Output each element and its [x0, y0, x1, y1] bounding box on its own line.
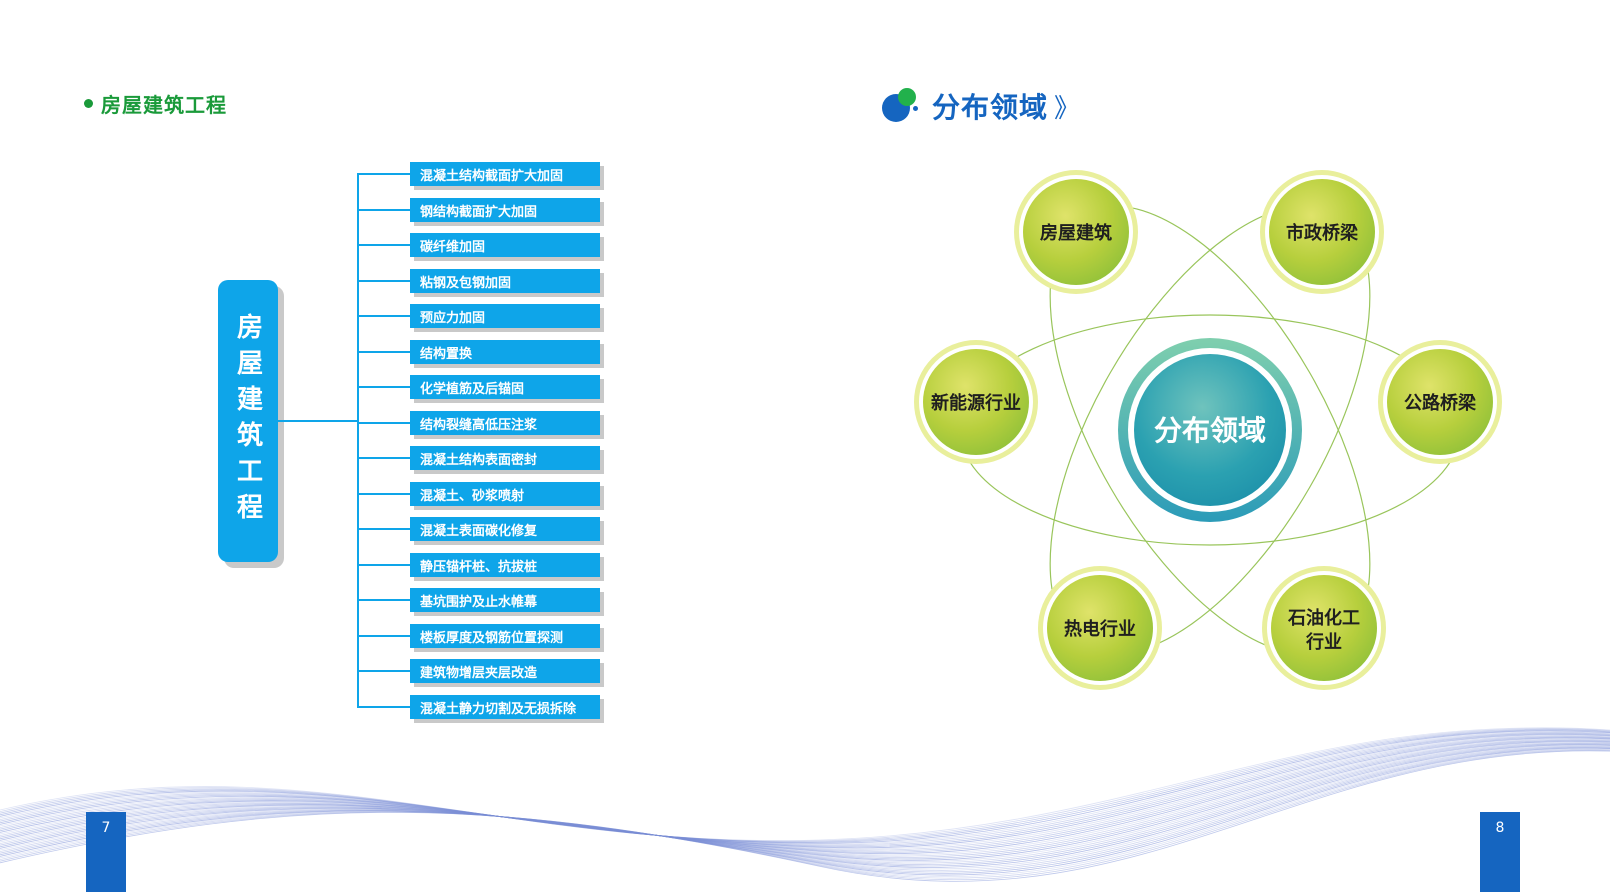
- main-category-box: 房屋建筑工程: [218, 280, 278, 562]
- page-number-right-text: 8: [1495, 820, 1505, 836]
- distribution-diagram: 分布领域 房屋建筑 市政桥梁 公路桥梁 石油化工 行业: [914, 170, 1502, 690]
- wave-line: [0, 728, 1610, 842]
- page-number-left-text: 7: [101, 820, 111, 836]
- node-new-energy: 新能源行业: [914, 340, 1038, 464]
- wave-line: [0, 728, 1610, 843]
- center-node: 分布领域: [1118, 338, 1302, 522]
- branch-item: 结构置换: [410, 340, 600, 364]
- wave-line: [0, 733, 1610, 848]
- left-section-heading: 房屋建筑工程: [84, 88, 227, 118]
- wave-line: [0, 749, 1610, 879]
- node-municipal-bridge: 市政桥梁: [1260, 170, 1384, 294]
- branch-item: 建筑物增层夹层改造: [410, 659, 600, 683]
- wave-line: [0, 745, 1610, 870]
- outer-nodes: 房屋建筑 市政桥梁 公路桥梁 石油化工 行业 热电行业: [914, 170, 1502, 690]
- branch-item: 混凝土表面碳化修复: [410, 517, 600, 541]
- wave-line: [0, 727, 1610, 842]
- connector-branch: [357, 564, 410, 566]
- connector-branch: [357, 386, 410, 388]
- wave-line: [0, 740, 1610, 860]
- branch-item: 楼板厚度及钢筋位置探测: [410, 624, 600, 648]
- branch-item: 混凝土静力切割及无损拆除: [410, 695, 600, 719]
- connector-branch: [357, 670, 410, 672]
- wave-line: [0, 738, 1610, 857]
- connector-branch: [357, 528, 410, 530]
- main-category-label: 房屋建筑工程: [232, 313, 263, 529]
- wave-line: [0, 730, 1610, 844]
- wave-line: [0, 744, 1610, 868]
- wave-line: [0, 734, 1610, 850]
- wave-line: [0, 731, 1610, 845]
- node-housing: 房屋建筑: [1014, 170, 1138, 294]
- wave-line: [0, 747, 1610, 874]
- node-petrochemical: 石油化工 行业: [1262, 566, 1386, 690]
- wave-line: [0, 740, 1610, 861]
- wave-line: [0, 735, 1610, 851]
- node-thermal-power-label: 热电行业: [1064, 618, 1136, 640]
- wave-line: [0, 746, 1610, 873]
- node-new-energy-label: 新能源行业: [931, 392, 1021, 414]
- connector-branch: [357, 457, 410, 459]
- wave-line: [0, 732, 1610, 847]
- node-highway-bridge: 公路桥梁: [1378, 340, 1502, 464]
- branch-item: 钢结构截面扩大加固: [410, 198, 600, 222]
- node-petrochemical-label-2: 行业: [1305, 631, 1342, 653]
- wave-line: [0, 747, 1610, 876]
- node-petrochemical-label-1: 石油化工: [1287, 607, 1360, 629]
- branch-item: 静压锚杆桩、抗拔桩: [410, 553, 600, 577]
- wave-line: [0, 736, 1610, 853]
- connector-branch: [357, 422, 410, 424]
- branch-item: 预应力加固: [410, 304, 600, 328]
- wave-line: [0, 733, 1610, 849]
- connector-branch: [357, 599, 410, 601]
- wave-line: [0, 738, 1610, 856]
- connector-trunk: [357, 174, 359, 706]
- branch-item: 化学植筋及后锚固: [410, 375, 600, 399]
- wave-line: [0, 743, 1610, 867]
- wave-line: [0, 736, 1610, 852]
- bullet-dot-icon: [84, 98, 93, 108]
- center-node-label: 分布领域: [1154, 414, 1266, 447]
- right-section-heading: 分布领域 》: [882, 86, 1080, 126]
- node-highway-bridge-label: 公路桥梁: [1404, 392, 1477, 414]
- node-thermal-power: 热电行业: [1038, 566, 1162, 690]
- page-number-left: 7: [86, 812, 126, 892]
- wave-line: [0, 749, 1610, 881]
- wave-line: [0, 731, 1610, 846]
- node-municipal-bridge-label: 市政桥梁: [1286, 222, 1359, 244]
- branch-item: 混凝土结构表面密封: [410, 446, 600, 470]
- wave-line: [0, 737, 1610, 855]
- connector-branch: [357, 493, 410, 495]
- wave-line: [0, 739, 1610, 858]
- wave-line: [0, 750, 1610, 882]
- branch-item: 结构裂缝高低压注浆: [410, 411, 600, 435]
- wave-line: [0, 729, 1610, 843]
- page-number-right: 8: [1480, 812, 1520, 892]
- branch-item: 基坑围护及止水帷幕: [410, 588, 600, 612]
- connector-branch: [357, 173, 410, 175]
- connector-branch: [357, 635, 410, 637]
- wave-line: [0, 748, 1610, 877]
- branch-item: 碳纤维加固: [410, 233, 600, 257]
- node-housing-label: 房屋建筑: [1040, 222, 1112, 244]
- right-heading-text: 分布领域: [932, 91, 1049, 124]
- decorative-waves: [0, 727, 1610, 882]
- dots-logo-icon: [882, 86, 922, 126]
- connector-branch: [357, 315, 410, 317]
- connector-branch: [357, 244, 410, 246]
- left-heading-text: 房屋建筑工程: [101, 92, 227, 117]
- connector-branch: [357, 209, 410, 211]
- branch-item: 粘钢及包钢加固: [410, 269, 600, 293]
- connector-branch: [357, 706, 410, 708]
- connector-branch: [357, 351, 410, 353]
- connector-branch: [357, 280, 410, 282]
- branch-item: 混凝土结构截面扩大加固: [410, 162, 600, 186]
- wave-line: [0, 741, 1610, 863]
- wave-line: [0, 742, 1610, 865]
- wave-line: [0, 742, 1610, 864]
- double-chevron-right-icon: 》: [1054, 93, 1081, 124]
- branch-item: 混凝土、砂浆喷射: [410, 482, 600, 506]
- wave-line: [0, 745, 1610, 871]
- connector-main: [278, 420, 358, 422]
